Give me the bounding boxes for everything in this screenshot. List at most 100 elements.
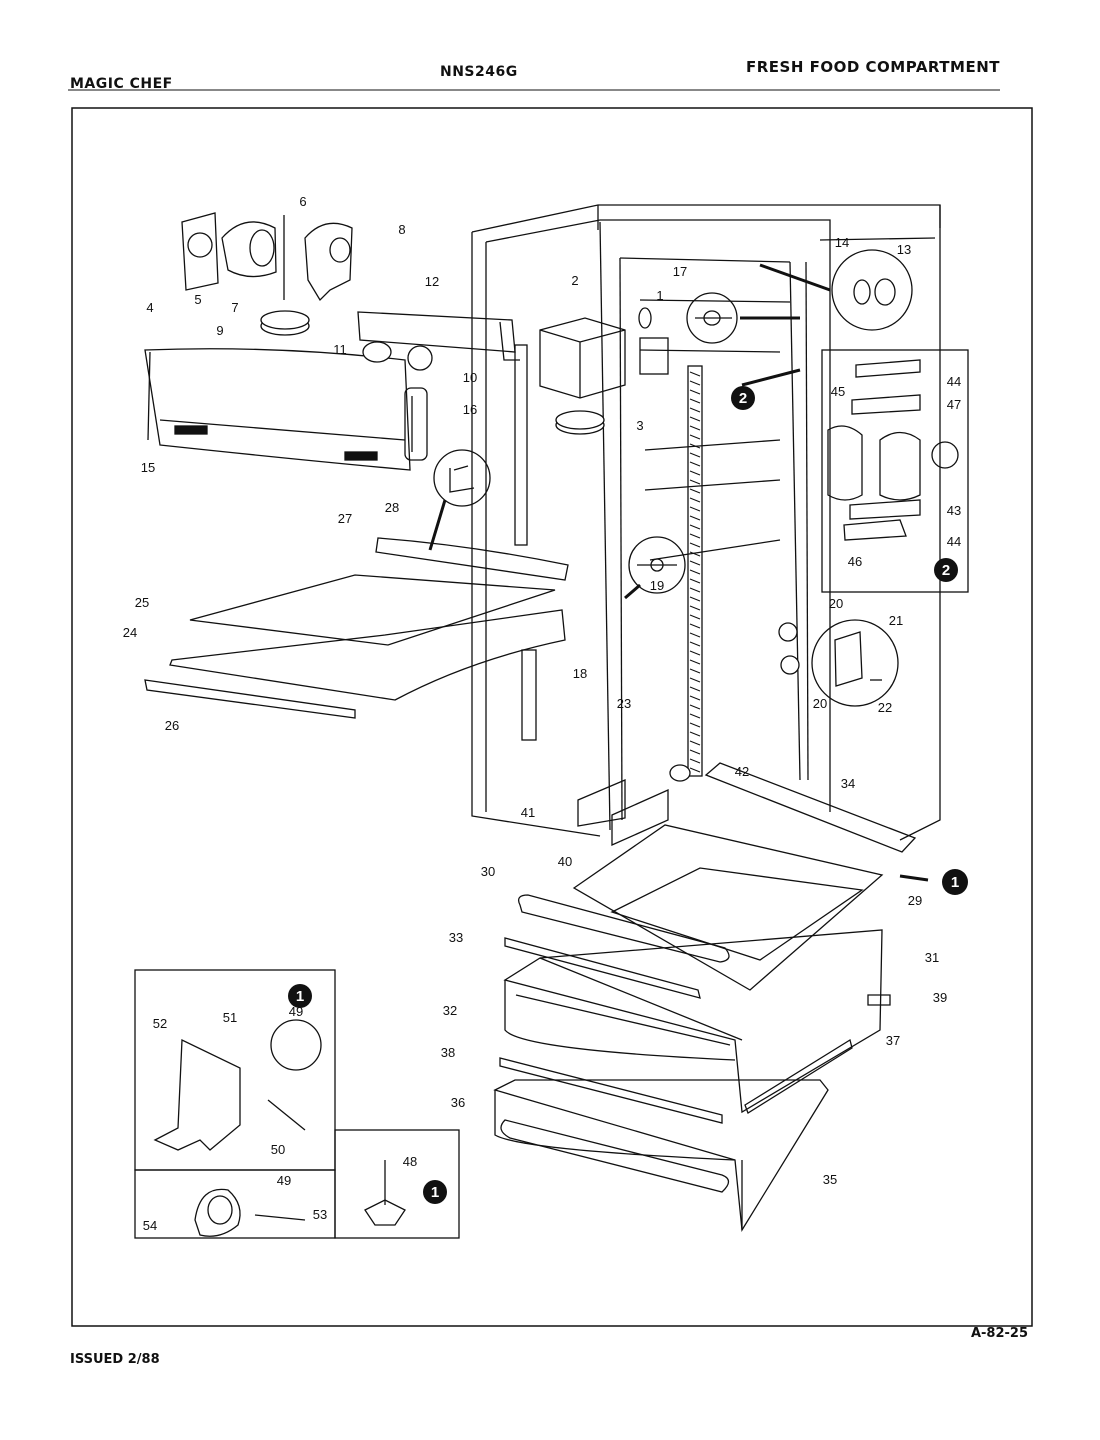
svg-text:1: 1 <box>951 874 959 891</box>
crisper-cover-29 <box>572 824 884 991</box>
callout-5: 5 <box>194 292 201 307</box>
drawer-glide-30-33 <box>504 894 730 999</box>
knob-9 <box>260 310 310 336</box>
detail-circle-13-14 <box>831 249 913 331</box>
callout-18: 18 <box>573 666 587 681</box>
callout-33: 33 <box>449 930 463 945</box>
callout-49: 49 <box>277 1173 291 1188</box>
detail-leaders <box>428 263 929 882</box>
callout-19: 19 <box>650 578 664 593</box>
callout-46: 46 <box>848 554 862 569</box>
callout-30: 30 <box>481 864 495 879</box>
callout-16: 16 <box>463 402 477 417</box>
callout-39: 39 <box>933 990 947 1005</box>
detail-circle-21-22 <box>811 619 899 707</box>
detail-circle-28 <box>433 449 491 507</box>
callout-13: 13 <box>897 242 911 257</box>
callout-9: 9 <box>216 323 223 338</box>
callout-53: 53 <box>313 1207 327 1222</box>
callout-37: 37 <box>886 1033 900 1048</box>
thermostat-2 <box>539 317 626 399</box>
callout-45: 45 <box>831 384 845 399</box>
callout-31: 31 <box>925 950 939 965</box>
detail-box-2 <box>821 349 969 593</box>
dampers-4-5-8 <box>181 212 353 302</box>
brackets-40-41 <box>577 779 669 847</box>
callout-15: 15 <box>141 460 155 475</box>
diagram-frame <box>71 107 1033 1327</box>
svg-text:1: 1 <box>296 988 304 1005</box>
callout-52: 52 <box>153 1016 167 1031</box>
callout-23: 23 <box>617 696 631 711</box>
callout-21: 21 <box>889 613 903 628</box>
control-housing-15 <box>144 348 411 471</box>
callout-26: 26 <box>165 718 179 733</box>
callout-labels: 1234567891011121516171819232425262728293… <box>123 194 961 1233</box>
door-rail-34 <box>704 762 917 853</box>
detail-circle-19 <box>628 536 686 594</box>
ref-badge-two-detail: 2 <box>934 558 958 582</box>
section-title: FRESH FOOD COMPARTMENT <box>745 58 1000 76</box>
callout-29: 29 <box>908 893 922 908</box>
callout-51: 51 <box>223 1010 237 1025</box>
knob-3 <box>555 410 605 435</box>
callout-20: 20 <box>813 696 827 711</box>
callout-50: 50 <box>271 1142 285 1157</box>
detail-panel-1 <box>134 969 460 1239</box>
callout-17: 17 <box>673 264 687 279</box>
callout-44: 44 <box>947 374 961 389</box>
callout-32: 32 <box>443 1003 457 1018</box>
callout-3: 3 <box>636 418 643 433</box>
callout-12: 12 <box>425 274 439 289</box>
callout-8: 8 <box>398 222 405 237</box>
callout-35: 35 <box>823 1172 837 1187</box>
hinge-parts-20-42 <box>669 622 800 782</box>
callout-14: 14 <box>835 235 849 250</box>
callout-42: 42 <box>735 764 749 779</box>
ref-badge-one: 1 <box>942 869 968 895</box>
shelf-assembly <box>144 537 569 719</box>
callout-24: 24 <box>123 625 137 640</box>
crisper-drawer-35-36 <box>493 1079 829 1232</box>
crisper-drawer-31-32 <box>503 929 883 1114</box>
ref-badge-two: 2 <box>731 386 755 410</box>
shelf-ladder-left <box>514 344 537 741</box>
light-socket-and-bulb <box>362 341 433 371</box>
callout-2: 2 <box>571 273 578 288</box>
callout-20: 20 <box>829 596 843 611</box>
callout-11: 11 <box>333 342 347 357</box>
detail-circle-17 <box>686 292 738 344</box>
svg-text:2: 2 <box>942 562 950 579</box>
callout-44: 44 <box>947 534 961 549</box>
callout-10: 10 <box>463 370 477 385</box>
callout-1: 1 <box>656 288 663 303</box>
callout-4: 4 <box>146 300 153 315</box>
callout-54: 54 <box>143 1218 157 1233</box>
callout-7: 7 <box>231 300 238 315</box>
callout-48: 48 <box>403 1154 417 1169</box>
page-code: A-82-25 <box>970 1326 1028 1341</box>
callout-34: 34 <box>841 776 855 791</box>
svg-text:2: 2 <box>739 390 747 407</box>
callout-25: 25 <box>135 595 149 610</box>
callout-27: 27 <box>338 511 352 526</box>
switch-1 <box>638 307 669 375</box>
drawer-track-37-38-39 <box>499 994 891 1124</box>
callout-28: 28 <box>385 500 399 515</box>
handle-16 <box>404 387 428 461</box>
callout-47: 47 <box>947 397 961 412</box>
callout-40: 40 <box>558 854 572 869</box>
brand-label: MAGIC CHEF <box>70 76 173 92</box>
callout-22: 22 <box>878 700 892 715</box>
callout-6: 6 <box>299 194 306 209</box>
ref-badge-one-detail: 1 <box>288 984 312 1008</box>
callout-43: 43 <box>947 503 961 518</box>
svg-text:1: 1 <box>431 1184 439 1201</box>
ref-badge-one-foot: 1 <box>423 1180 447 1204</box>
shelf-ladder-right <box>687 365 703 777</box>
issued-date: ISSUED 2/88 <box>70 1352 160 1367</box>
callout-36: 36 <box>451 1095 465 1110</box>
cabinet <box>471 204 941 841</box>
